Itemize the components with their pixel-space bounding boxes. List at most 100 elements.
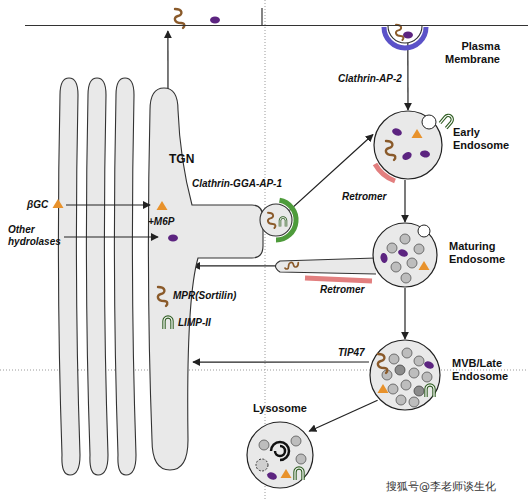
coated-vesicle <box>276 200 296 240</box>
node-label: Maturing Endosome <box>449 240 507 266</box>
membrane-bud <box>418 225 430 237</box>
cargo-symbol <box>414 386 424 396</box>
plasma-membrane: Plasma Membrane <box>25 25 528 31</box>
cargo-symbol <box>259 440 269 450</box>
golgi-cisterna <box>114 78 136 475</box>
endosome-circle: Maturing Endosome <box>372 222 438 288</box>
cargo-symbol <box>378 384 389 393</box>
cargo-symbol <box>388 384 398 394</box>
cargo-symbol <box>423 360 435 370</box>
cargo-symbol <box>396 395 406 405</box>
cargo-symbol <box>419 150 430 159</box>
edge-label: TIP47 <box>338 347 365 359</box>
annotation-label: Retromer <box>342 191 386 203</box>
cargo-symbol <box>386 141 395 160</box>
degraded-material <box>256 459 268 471</box>
clathrin-coated-pit <box>403 32 413 39</box>
arrow-connector <box>167 31 168 90</box>
circle-outline <box>373 110 443 180</box>
annotation-label: +M6P <box>148 216 174 228</box>
endosome-circle: Early Endosome <box>373 110 443 180</box>
cargo-symbol <box>391 127 403 137</box>
annotation-label: Retromer <box>320 284 364 296</box>
arrow-connector <box>193 361 369 362</box>
recycling-tubule <box>276 258 377 274</box>
golgi-tgn-region: TGN <box>143 90 193 470</box>
cargo-symbol <box>266 471 278 481</box>
recycling-tubule <box>305 278 372 281</box>
lysosome-circle: Lysosome <box>246 421 314 489</box>
cargo-symbol <box>387 243 397 253</box>
cargo-symbol <box>397 248 409 258</box>
cargo-symbol <box>295 468 303 480</box>
arrow-connector <box>309 400 377 431</box>
annotation-label: Clathrin-GGA-AP-1 <box>192 178 282 190</box>
clathrin-coated-pit <box>396 25 404 40</box>
guide-dotted-line <box>0 370 528 371</box>
surface-cargo <box>210 17 220 24</box>
annotation-label: LIMP-II <box>178 317 211 329</box>
cargo-symbol <box>401 380 411 390</box>
node-label: Lysosome <box>242 402 318 415</box>
organelle-membrane <box>374 111 442 179</box>
watermark: 搜狐号@李老师谈生化 <box>386 480 496 493</box>
organelle-membrane <box>247 422 313 488</box>
cargo-symbol <box>391 262 401 272</box>
annotation-label: MPR(Sortilin) <box>173 290 236 302</box>
cell-boundary-tick <box>261 8 262 25</box>
membrane-bud <box>422 115 436 129</box>
golgi-cisterna <box>86 78 108 475</box>
cargo-symbol <box>401 150 413 161</box>
node-label: TGN <box>169 152 194 166</box>
cargo-symbol <box>407 258 417 268</box>
endosome-circle: MVB/Late Endosome <box>369 339 441 411</box>
cargo-symbol <box>414 244 424 254</box>
cargo-symbol <box>402 348 412 358</box>
cargo-symbol <box>412 129 423 138</box>
golgi-cisterna <box>148 88 263 470</box>
recycling-tubule <box>276 258 377 281</box>
cargo-symbol <box>296 454 306 464</box>
legend-icon <box>158 287 167 306</box>
cargo-symbol <box>281 469 292 478</box>
arrow-connector <box>404 288 405 339</box>
coated-vesicle <box>268 213 276 228</box>
cargo-symbol <box>414 356 424 366</box>
cargo-symbol <box>409 368 419 378</box>
circle-outline <box>372 222 438 288</box>
coated-vesicle <box>260 204 292 236</box>
cargo-symbol <box>422 372 432 382</box>
cargo-symbol <box>380 252 389 263</box>
cargo-symbol <box>389 354 399 364</box>
circle-outline <box>369 339 441 411</box>
coated-vesicle <box>260 200 296 240</box>
legend-icon <box>158 287 172 329</box>
cargo-symbol <box>401 273 411 283</box>
hydrolase-delivery <box>168 235 178 242</box>
hydrolase-delivery <box>157 201 168 210</box>
organelle-membrane <box>373 223 437 287</box>
circle-outline <box>246 421 314 489</box>
cargo-symbol <box>426 385 434 397</box>
hydrolase-delivery <box>64 236 158 237</box>
cargo-symbol <box>395 365 405 375</box>
clathrin-coated-pit <box>388 26 422 43</box>
legend-icon <box>164 317 172 329</box>
golgi-cisterna <box>58 78 80 475</box>
node-label: Plasma Membrane <box>414 40 500 66</box>
clathrin-coated-pit <box>384 27 426 48</box>
coated-vesicle <box>280 218 286 227</box>
edge-label: Clathrin-AP-2 <box>326 73 402 85</box>
recycling-tubule <box>285 262 298 269</box>
annotation-label: Other hydrolases <box>8 224 64 248</box>
hydrolase-delivery <box>66 204 150 205</box>
golgi-cisterna <box>58 78 263 475</box>
degraded-material <box>271 442 289 460</box>
organelle-membrane <box>370 340 440 410</box>
clathrin-coated-pit <box>384 25 426 48</box>
annotation-label: βGC <box>27 199 48 211</box>
node-label: MVB/Late Endosome <box>452 357 514 383</box>
hydrolase-delivery <box>53 199 64 208</box>
cargo-symbol <box>400 234 410 244</box>
